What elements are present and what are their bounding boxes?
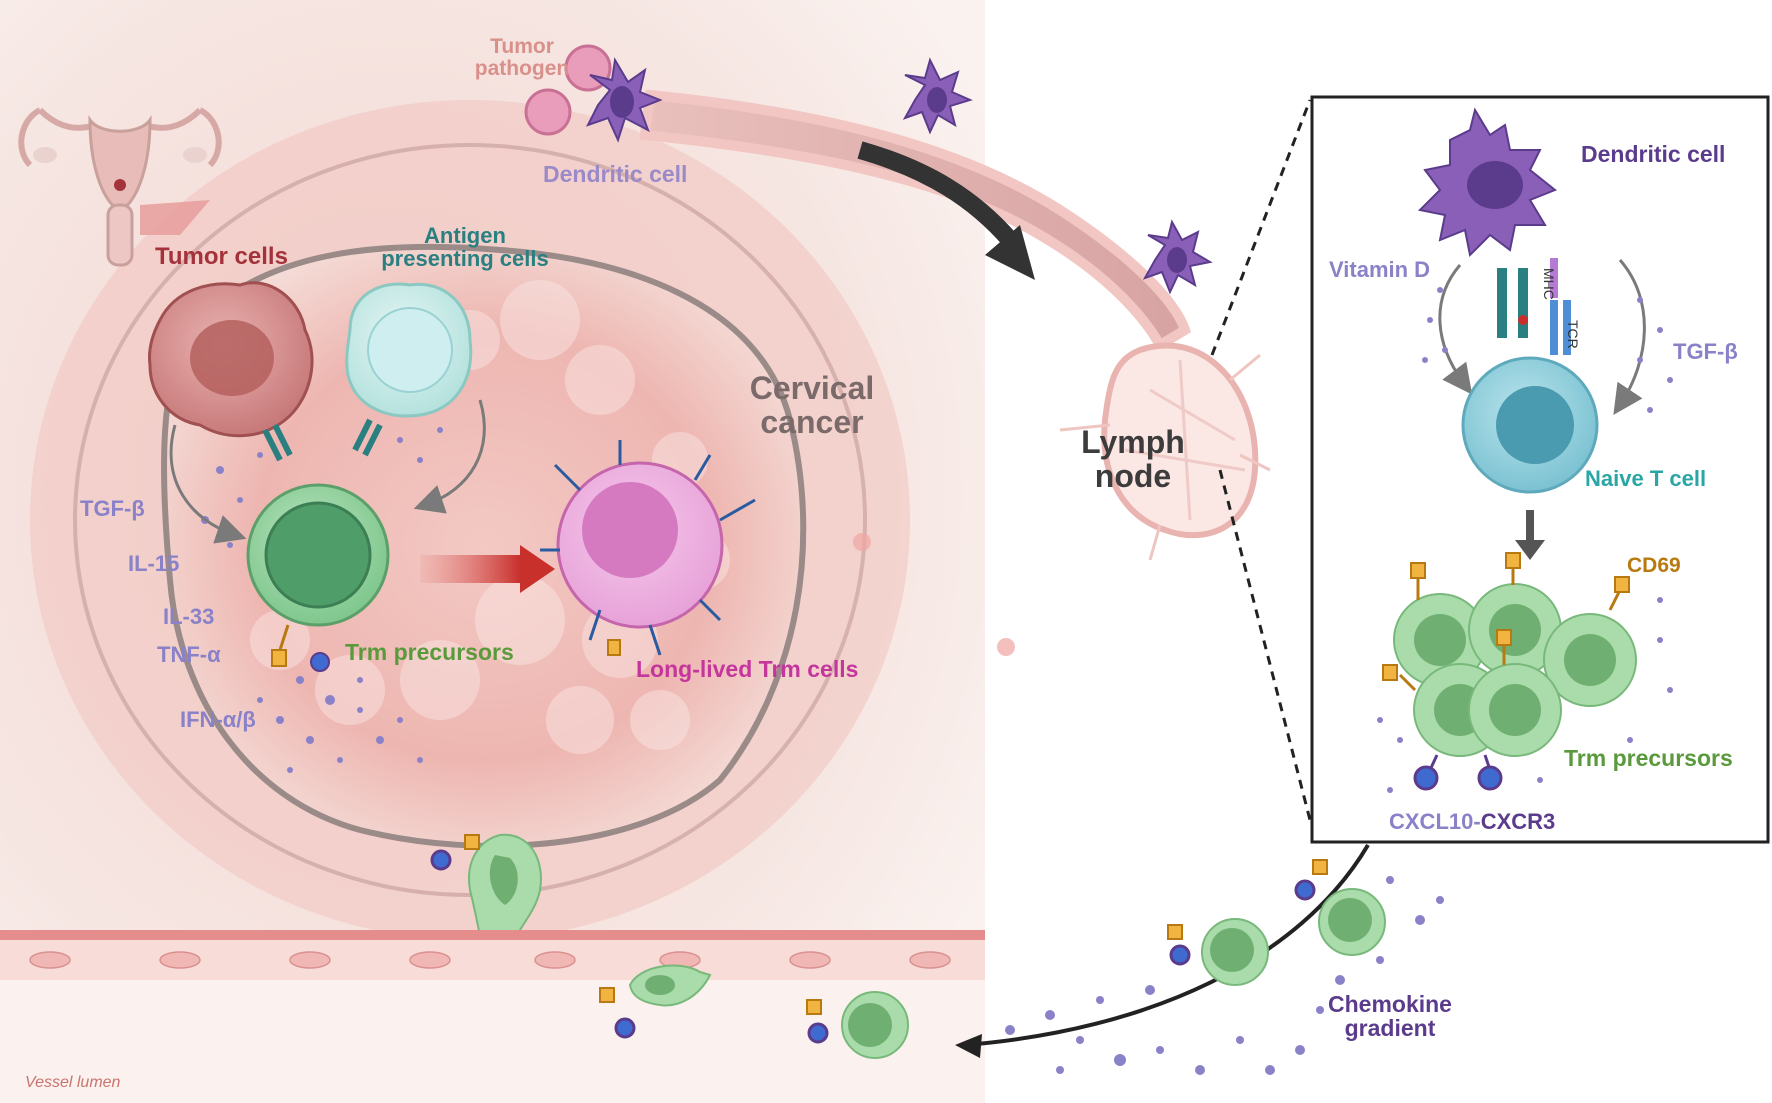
inset-label-trm-precursors: Trm precursors (1564, 745, 1733, 771)
label-dendritic-cell-top: Dendritic cell (543, 161, 688, 187)
tumor-cell (148, 281, 314, 438)
dendritic-cell-small-2 (902, 57, 973, 135)
circulating-trm-2 (806, 991, 909, 1059)
differentiation-arrowhead (520, 545, 555, 593)
inset-arrow-right (1613, 259, 1646, 415)
trm-precursor-cell (246, 483, 390, 672)
inset-label-tcr: TCR (1565, 320, 1581, 349)
label-cytokine-tgf: TGF-β (80, 496, 145, 521)
label-chemokine-gradient: Chemokine gradient (1328, 991, 1452, 1042)
label-cervical-cancer: Cervical cancer (749, 370, 875, 440)
inset-label-mhc: MHC (1541, 268, 1557, 300)
inset-label-dendritic-cell: Dendritic cell (1581, 141, 1726, 167)
vessel-wall (0, 930, 985, 940)
zoom-line-bottom (1218, 469, 1312, 821)
inset-label-cxcl10-cxcr3: CXCL10-CXCR3 (1389, 810, 1555, 833)
particle (853, 533, 871, 551)
arrow-tumor-to-trm (169, 424, 247, 544)
tcr-mhc-complex-left (262, 418, 383, 462)
label-cytokine-ifn: IFN-α/β (180, 707, 256, 732)
tumor-mass (161, 243, 807, 849)
extravasating-trm (430, 833, 542, 995)
particle (997, 638, 1015, 656)
naive-t-cell (1461, 356, 1599, 494)
label-tumor-pathogen: Tumor pathogen (474, 35, 570, 81)
endothelial-cells (29, 951, 951, 969)
label-long-lived-trm: Long-lived Trm cells (636, 656, 859, 682)
zoom-line-top (1210, 99, 1312, 356)
vessel-lumen-area (0, 980, 985, 1103)
label-lymph-node: Lymph node (1081, 424, 1185, 494)
inset-label-cxcl10: CXCL10- (1389, 809, 1481, 834)
lymph-node-icon (1059, 342, 1271, 561)
label-trm-precursors: Trm precursors (345, 639, 514, 665)
endothelium (0, 940, 985, 980)
label-cytokine-il15: IL-15 (128, 551, 180, 576)
lymphatic-vessel (639, 89, 1192, 352)
chemokine-dots (1005, 876, 1444, 1075)
antigen-presenting-cell (345, 282, 473, 418)
inset-label-cd69: CD69 (1627, 554, 1681, 577)
cervix-ring (73, 143, 867, 897)
migration-arrow (857, 141, 1017, 246)
inset-label-tgf-b: TGF-β (1673, 339, 1738, 364)
inset-trm-cluster (1382, 552, 1637, 791)
dendritic-cell-small-3 (1142, 219, 1213, 295)
label-cytokine-il33: IL-33 (163, 604, 215, 629)
inset-down-arrowhead (1515, 540, 1545, 560)
inset-label-vitamin-d: Vitamin D (1329, 257, 1431, 282)
dendritic-cell-small-1 (586, 57, 663, 143)
migrating-trm-1 (1167, 918, 1269, 986)
inset-arrow-left (1438, 264, 1473, 395)
arrow-apc-to-trm (413, 399, 486, 514)
migrating-trm-2 (1294, 859, 1386, 956)
cytokine-dots (201, 427, 443, 773)
inset-receptors (1497, 258, 1571, 355)
label-antigen-presenting: Antigen presenting cells (381, 223, 549, 272)
long-lived-trm-cell (540, 440, 756, 656)
migration-arrowhead (985, 225, 1035, 280)
uterus-icon (18, 107, 222, 267)
differentiation-arrow-body (420, 555, 520, 583)
circulating-trm-1 (599, 964, 712, 1039)
label-vessel-lumen: Vessel lumen (25, 1074, 121, 1091)
inset-label-naive-t-cell: Naive T cell (1585, 466, 1707, 491)
chemokine-arrow (964, 843, 1370, 1047)
label-cytokine-tnf: TNF-α (157, 642, 221, 667)
chemokine-arrowhead (955, 1034, 982, 1058)
inset-dendritic-cell (1417, 107, 1557, 258)
inset-label-cxcr3: CXCR3 (1480, 809, 1556, 834)
inset-dots (1422, 287, 1673, 413)
label-tumor-cells: Tumor cells (155, 243, 288, 270)
inset-bottom-dots (1377, 597, 1673, 793)
